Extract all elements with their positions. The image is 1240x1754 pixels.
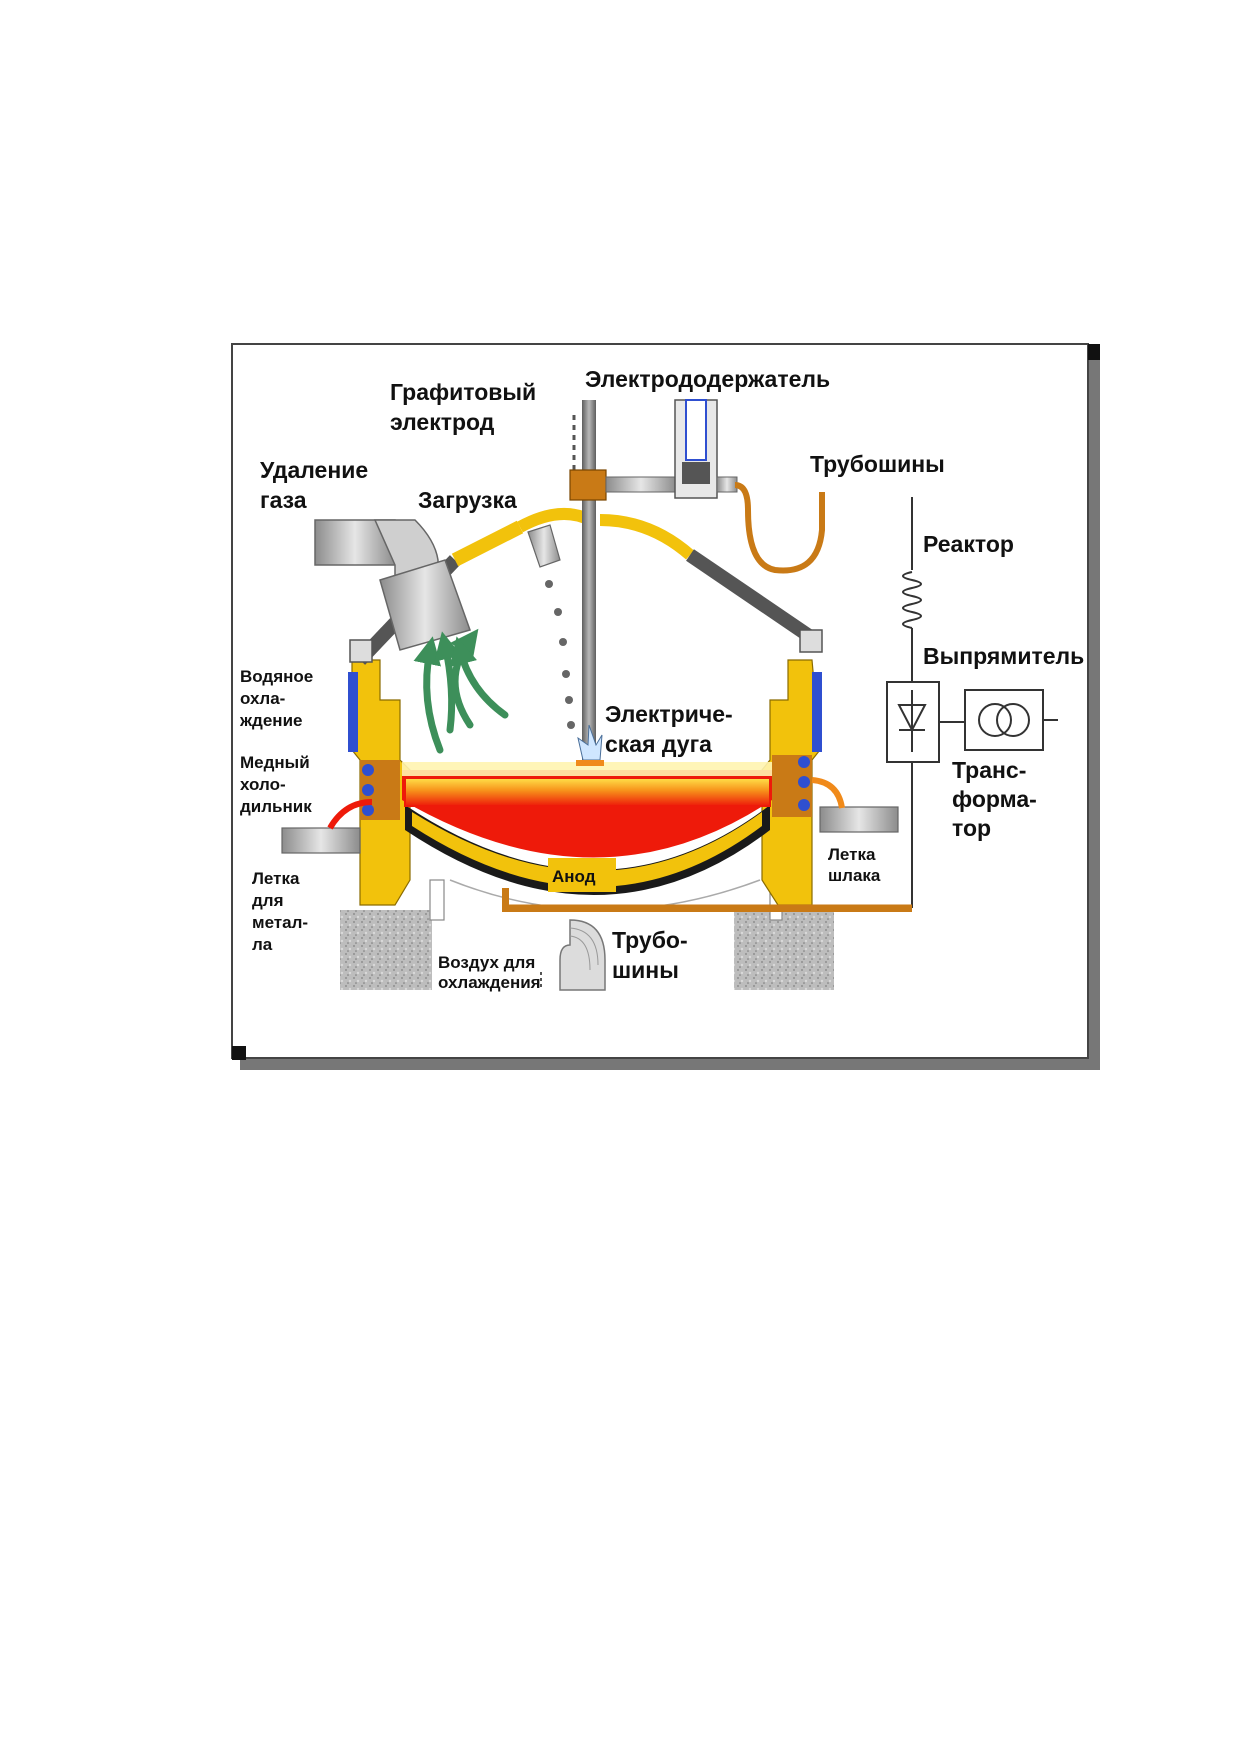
power-circuit (886, 497, 1058, 908)
slag-taphole (811, 777, 899, 833)
metal-taphole (281, 799, 373, 854)
label-rectifier: Выпрямитель (923, 643, 1084, 669)
label-busbars-bottom: Трубо-шины (612, 927, 688, 983)
electric-arc (576, 724, 604, 766)
top-busbar (734, 482, 825, 574)
slag-layer (404, 777, 771, 807)
gas-duct (314, 519, 471, 651)
copper-cooler-right (772, 755, 812, 817)
foundation-left (340, 910, 432, 990)
charging-chute (527, 524, 575, 729)
label-charging: Загрузка (418, 487, 517, 513)
melt-bath (402, 762, 772, 858)
label-reactor: Реактор (923, 531, 1014, 557)
copper-cooler-left (360, 760, 400, 820)
foundation-right (734, 910, 834, 990)
water-cooling-left (348, 672, 358, 752)
label-electric-arc: Электриче-ская дуга (605, 701, 733, 757)
label-busbars-top: Трубошины (810, 451, 945, 477)
reactor-coil (902, 571, 922, 629)
anode-block (548, 858, 616, 892)
electrode-holder (569, 399, 738, 501)
label-electrode-holder: Электрододержатель (585, 366, 830, 392)
water-cooling-right (812, 672, 822, 752)
cooling-air-duct (540, 919, 606, 991)
label-anode: Анод (552, 867, 596, 886)
gas-flow-arrows (413, 628, 509, 754)
label-transformer: Транс-форма-тор (952, 757, 1037, 841)
